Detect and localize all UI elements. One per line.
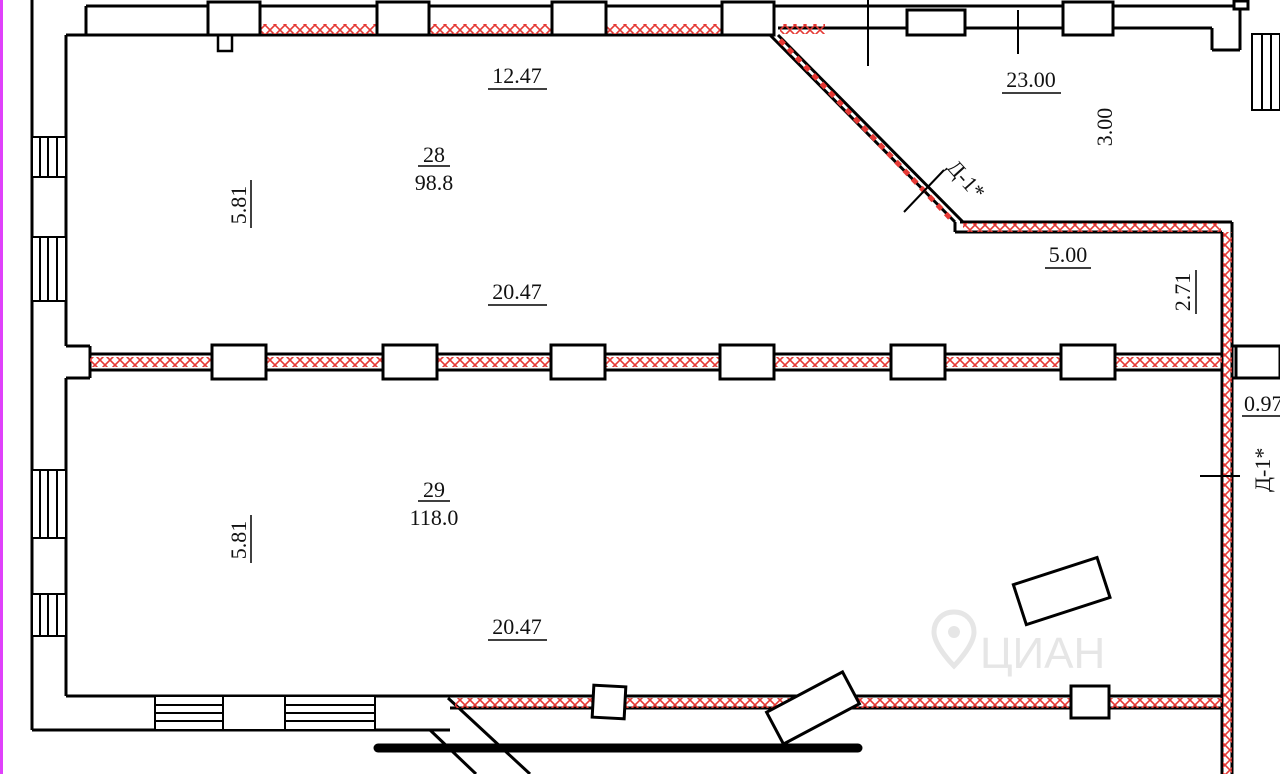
watermark: ЦИАН xyxy=(931,609,1105,678)
wall-notch xyxy=(216,33,234,53)
dimension-room29-bottom: 20.47 xyxy=(492,614,542,639)
room-29-area: 118.0 xyxy=(410,505,459,530)
furniture-block xyxy=(1011,555,1112,627)
dimension-room28-bottom: 20.47 xyxy=(492,279,542,304)
columns xyxy=(206,0,1280,721)
door-label-diagonal: Д-1* xyxy=(942,155,990,205)
room-28-number: 28 xyxy=(423,142,445,167)
dimension-upper-right-width: 23.00 xyxy=(1006,67,1056,92)
room-29-number: 29 xyxy=(423,477,445,502)
room-28-area: 98.8 xyxy=(415,170,454,195)
dimension-notch-width: 5.00 xyxy=(1049,242,1088,267)
dimension-room28-left: 5.81 xyxy=(226,186,251,225)
windows xyxy=(31,33,1280,731)
furniture-block xyxy=(764,669,862,747)
dimension-right-small: 0.97 xyxy=(1244,391,1280,416)
watermark-text: ЦИАН xyxy=(980,629,1105,678)
dimension-room29-left: 5.81 xyxy=(226,521,251,560)
door-marks xyxy=(867,0,1240,477)
dimension-notch-height: 2.71 xyxy=(1170,273,1195,312)
dimension-room28-top: 12.47 xyxy=(492,63,542,88)
dimension-upper-right-height: 3.00 xyxy=(1092,108,1117,147)
location-pin-icon xyxy=(931,609,977,670)
door-label-right: Д-1* xyxy=(1250,448,1275,492)
